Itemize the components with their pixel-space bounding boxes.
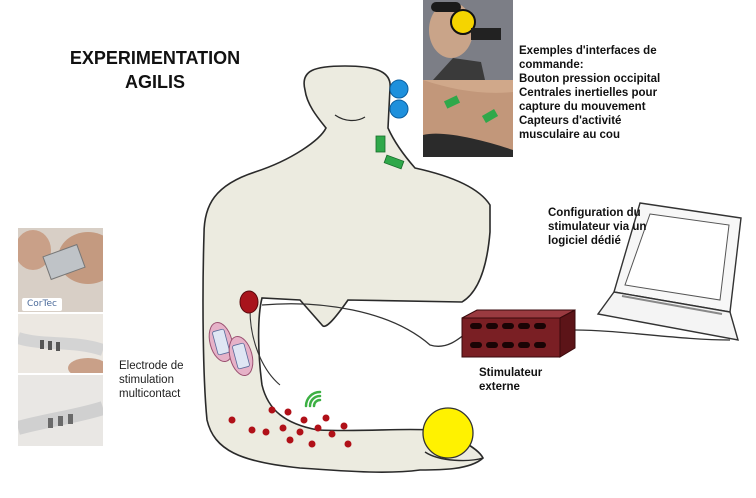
hand-fingers [424, 451, 484, 462]
interfaces-label-line: Capteurs d'activité [519, 115, 622, 127]
occipital-button-top [389, 79, 409, 99]
forearm-activation-dots [228, 406, 352, 448]
cable-cuff-lead [249, 309, 281, 386]
interfaces-label-line: Centrales inertielles pour [519, 87, 658, 99]
yellow-ball [422, 407, 474, 459]
occipital-button-bottom [389, 99, 409, 119]
interfaces-label: Exemples d'interfaces de commande: Bouto… [519, 44, 751, 142]
configuration-label-line: stimulateur via un [548, 221, 647, 233]
interfaces-label-line: Bouton pression occipital [519, 73, 661, 85]
configuration-label-line: Configuration du [548, 207, 641, 219]
electrode-photo: CorTec [18, 228, 103, 446]
configuration-label: Configuration du stimulateur via un logi… [548, 206, 660, 248]
laptop [596, 202, 742, 341]
cortec-logo: CorTec [22, 298, 62, 311]
cable-electrode-to-stimulator [261, 303, 471, 347]
electrode-label-line: Electrode de [119, 360, 184, 372]
cable-stimulator-to-laptop [574, 329, 731, 341]
multicontact-electrode-2 [228, 335, 254, 377]
electrode-label: Electrode de stimulation multicontact [119, 359, 199, 401]
interfaces-label-line: capture du mouvement [519, 101, 646, 113]
multicontact-electrode-1 [208, 321, 234, 363]
electrode-label-line: multicontact [119, 388, 181, 400]
configuration-label-line: logiciel dédié [548, 235, 621, 247]
interfaces-label-line: musculaire au cou [519, 129, 620, 141]
electrode-label-line: stimulation [119, 374, 174, 386]
wireless-signal-icon [304, 390, 322, 408]
stimulator-label-line: externe [479, 381, 520, 393]
page-title: EXPERIMENTATION AGILIS [52, 46, 258, 94]
neck-sensor-vertical [375, 135, 386, 153]
title-line-1: EXPERIMENTATION [69, 48, 241, 68]
neck-sensor-angled [383, 154, 405, 170]
mouth-line [334, 114, 366, 122]
stimulator-label: Stimulateur externe [479, 366, 559, 394]
stimulator-label-line: Stimulateur [479, 367, 543, 379]
interfaces-photo [423, 0, 513, 157]
nerve-cuff-electrode [239, 290, 259, 314]
title-line-2: AGILIS [124, 72, 185, 92]
body-silhouette [202, 65, 491, 473]
interfaces-label-line: Exemples d'interfaces de [519, 45, 657, 57]
external-stimulator [461, 309, 576, 358]
interfaces-label-line: commande: [519, 59, 584, 71]
